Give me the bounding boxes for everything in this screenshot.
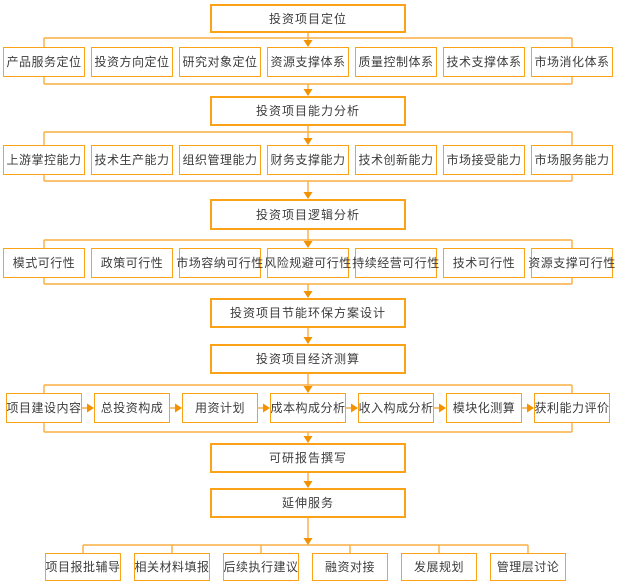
- arrow-down-icon: [303, 386, 313, 393]
- node-tech-production: 技术生产能力: [91, 145, 173, 175]
- node-financial-support: 财务支撑能力: [267, 145, 349, 175]
- arrow-down-icon: [303, 538, 313, 545]
- node-financing-matchmaking: 融资对接: [312, 553, 388, 581]
- arrow-right-icon: [439, 403, 446, 413]
- arrow-down-icon: [303, 192, 313, 199]
- node-fund-plan: 用资计划: [182, 393, 258, 423]
- arrow-down-icon: [303, 241, 313, 248]
- connector: [43, 230, 573, 248]
- node-energy-env-plan-design: 投资项目节能环保方案设计: [210, 298, 406, 328]
- node-capability-analysis: 投资项目能力分析: [210, 96, 406, 126]
- node-feasibility-report-writing: 可研报告撰写: [210, 443, 406, 473]
- node-cost-analysis: 成本构成分析: [270, 393, 346, 423]
- connector: [43, 423, 573, 437]
- node-resource-support-system: 资源支撑体系: [267, 47, 349, 77]
- arrow-down-icon: [303, 89, 313, 96]
- node-market-service: 市场服务能力: [531, 145, 613, 175]
- arrow-down-icon: [303, 138, 313, 145]
- node-resource-support-feasibility: 资源支撑可行性: [528, 248, 615, 278]
- node-policy-feasibility: 政策可行性: [91, 248, 173, 278]
- node-sustainable-operation-feasibility: 持续经营可行性: [352, 248, 439, 278]
- connector: [43, 175, 573, 193]
- arrow-down-icon: [303, 337, 313, 344]
- connector: [43, 77, 573, 90]
- arrow-right-icon: [263, 403, 270, 413]
- node-profitability-evaluation: 获利能力评价: [534, 393, 610, 423]
- node-market-acceptance: 市场接受能力: [443, 145, 525, 175]
- node-logic-analysis: 投资项目逻辑分析: [210, 199, 406, 230]
- node-risk-avoidance-feasibility: 风险规避可行性: [264, 248, 351, 278]
- arrow-right-icon: [351, 403, 358, 413]
- node-total-investment: 总投资构成: [94, 393, 170, 423]
- node-approval-coaching: 项目报批辅导: [45, 553, 121, 581]
- arrow-right-icon: [527, 403, 534, 413]
- node-model-feasibility: 模式可行性: [3, 248, 85, 278]
- node-construction-content: 项目建设内容: [6, 393, 82, 423]
- node-modular-calculation: 模块化测算: [446, 393, 522, 423]
- connector: [43, 33, 573, 47]
- node-upstream-control: 上游掌控能力: [3, 145, 85, 175]
- node-management-discussion: 管理层讨论: [490, 553, 566, 581]
- node-followup-execution: 后续执行建议: [223, 553, 299, 581]
- node-extended-services: 延伸服务: [210, 488, 406, 518]
- node-quality-control-system: 质量控制体系: [355, 47, 437, 77]
- connector: [43, 278, 573, 292]
- node-development-planning: 发展规划: [401, 553, 477, 581]
- node-market-capacity-feasibility: 市场容纳可行性: [176, 248, 263, 278]
- arrow-right-icon: [87, 403, 94, 413]
- node-investment-positioning: 投资项目定位: [210, 4, 406, 33]
- node-product-service-positioning: 产品服务定位: [3, 47, 85, 77]
- node-material-filing: 相关材料填报: [134, 553, 210, 581]
- node-revenue-analysis: 收入构成分析: [358, 393, 434, 423]
- connector: [43, 374, 573, 393]
- node-research-object: 研究对象定位: [179, 47, 261, 77]
- arrow-down-icon: [303, 40, 313, 47]
- arrow-down-icon: [303, 481, 313, 488]
- arrow-down-icon: [303, 291, 313, 298]
- arrow-right-icon: [175, 403, 182, 413]
- node-tech-innovation: 技术创新能力: [355, 145, 437, 175]
- connector: [82, 518, 529, 553]
- arrow-down-icon: [303, 436, 313, 443]
- connector: [43, 126, 573, 145]
- node-tech-support-system: 技术支撑体系: [443, 47, 525, 77]
- node-technical-feasibility: 技术可行性: [443, 248, 525, 278]
- node-market-absorption-system: 市场消化体系: [531, 47, 613, 77]
- node-org-management: 组织管理能力: [179, 145, 261, 175]
- node-investment-direction: 投资方向定位: [91, 47, 173, 77]
- node-economic-calculation: 投资项目经济测算: [210, 344, 406, 374]
